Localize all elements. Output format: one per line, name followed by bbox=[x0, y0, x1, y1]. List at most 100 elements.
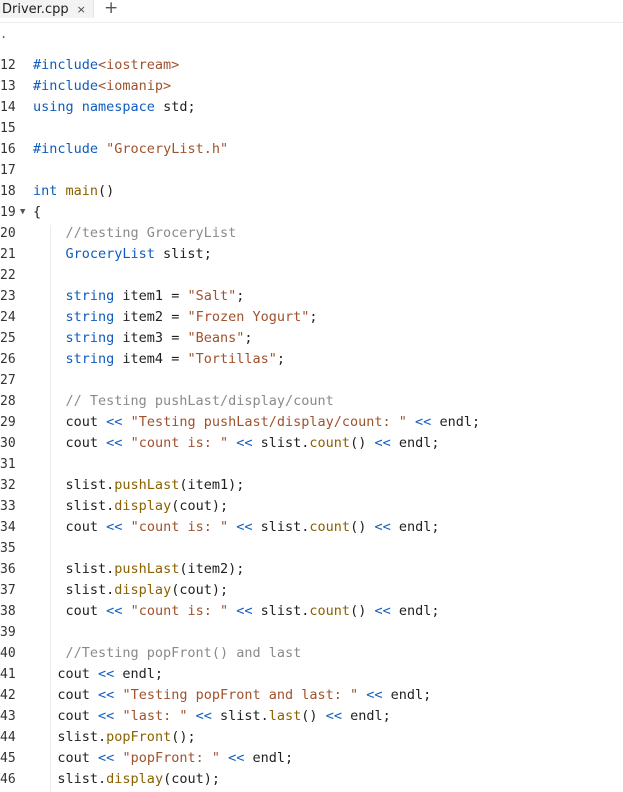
code-token: endl; bbox=[431, 414, 481, 430]
line-number: 20 bbox=[0, 226, 16, 241]
code-token: slist. bbox=[252, 519, 310, 535]
code-token bbox=[187, 708, 195, 724]
code-token bbox=[220, 750, 228, 766]
add-tab-icon[interactable]: + bbox=[104, 0, 119, 18]
line-number: 42 bbox=[0, 688, 16, 703]
code-line[interactable]: 39 bbox=[0, 622, 18, 643]
code-line[interactable]: 29 cout << "Testing pushLast/display/cou… bbox=[0, 412, 480, 433]
code-line[interactable]: 38 cout << "count is: " << slist.count()… bbox=[0, 601, 440, 622]
code-line[interactable]: 28 // Testing pushLast/display/count bbox=[0, 391, 334, 412]
code-token: << bbox=[228, 750, 245, 766]
code-line[interactable]: 24 string item2 = "Frozen Yogurt"; bbox=[0, 307, 318, 328]
code-line[interactable]: 33 slist.display(cout); bbox=[0, 496, 228, 517]
code-line[interactable]: 13#include<iomanip> bbox=[0, 76, 171, 97]
code-token: "Salt" bbox=[187, 288, 237, 304]
code-token: () bbox=[350, 519, 375, 535]
code-line[interactable]: 36 slist.pushLast(item2); bbox=[0, 559, 244, 580]
code-text: #include<iostream> bbox=[33, 55, 179, 76]
code-line[interactable]: 22 bbox=[0, 265, 18, 286]
line-number: 35 bbox=[0, 541, 16, 556]
code-line[interactable]: 37 slist.display(cout); bbox=[0, 580, 228, 601]
code-token bbox=[122, 519, 130, 535]
line-number: 17 bbox=[0, 163, 16, 178]
line-number: 44 bbox=[0, 730, 16, 745]
code-token: { bbox=[33, 204, 42, 220]
code-token: << bbox=[106, 435, 123, 451]
code-token: count bbox=[309, 519, 351, 535]
code-line[interactable]: 12#include<iostream> bbox=[0, 55, 179, 76]
code-token: pushLast bbox=[114, 561, 180, 577]
code-token: (item1); bbox=[179, 477, 245, 493]
tab-bar: Driver.cpp × + bbox=[0, 0, 623, 23]
code-line[interactable]: 17 bbox=[0, 160, 18, 181]
code-editor[interactable]: 12#include<iostream>13#include<iomanip>1… bbox=[0, 55, 480, 790]
code-token: "Tortillas" bbox=[187, 351, 277, 367]
code-line[interactable]: 32 slist.pushLast(item1); bbox=[0, 475, 244, 496]
close-icon[interactable]: × bbox=[76, 2, 86, 16]
code-token: cout bbox=[65, 603, 107, 619]
code-line[interactable]: 19▼{ bbox=[0, 202, 41, 223]
breadcrumb: . bbox=[0, 27, 8, 41]
code-token: << bbox=[415, 414, 432, 430]
code-token: << bbox=[98, 750, 115, 766]
code-token: cout bbox=[57, 666, 99, 682]
tab-driver-cpp[interactable]: Driver.cpp × bbox=[0, 0, 94, 18]
code-token: slist. bbox=[65, 477, 115, 493]
code-token: << bbox=[236, 435, 253, 451]
code-line[interactable]: 20 //testing GroceryList bbox=[0, 223, 236, 244]
code-token: item3 = bbox=[114, 330, 188, 346]
code-token bbox=[57, 183, 65, 199]
code-token: ; bbox=[244, 330, 253, 346]
code-token: "Beans" bbox=[187, 330, 245, 346]
code-token: cout bbox=[65, 519, 107, 535]
code-line[interactable]: 31 bbox=[0, 454, 18, 475]
code-token: //testing GroceryList bbox=[65, 225, 237, 241]
code-line[interactable]: 21 GroceryList slist; bbox=[0, 244, 212, 265]
code-token: string bbox=[65, 288, 115, 304]
code-token: endl; bbox=[341, 708, 391, 724]
fold-chevron-icon[interactable]: ▼ bbox=[20, 207, 26, 217]
code-token bbox=[98, 141, 106, 157]
line-number: 39 bbox=[0, 625, 16, 640]
code-line[interactable]: 30 cout << "count is: " << slist.count()… bbox=[0, 433, 440, 454]
code-token: endl; bbox=[390, 435, 440, 451]
code-token: popFront bbox=[106, 729, 172, 745]
line-number: 41 bbox=[0, 667, 16, 682]
code-token: slist; bbox=[154, 246, 212, 262]
line-number: 43 bbox=[0, 709, 16, 724]
code-line[interactable]: 16#include "GroceryList.h" bbox=[0, 139, 228, 160]
code-line[interactable]: 26 string item4 = "Tortillas"; bbox=[0, 349, 285, 370]
code-line[interactable]: 34 cout << "count is: " << slist.count()… bbox=[0, 517, 440, 538]
code-line[interactable]: 42 cout << "Testing popFront and last: "… bbox=[0, 685, 431, 706]
code-text: slist.display(cout); bbox=[33, 769, 220, 790]
code-line[interactable]: 25 string item3 = "Beans"; bbox=[0, 328, 253, 349]
code-token: cout bbox=[57, 708, 99, 724]
code-token: << bbox=[106, 414, 123, 430]
code-token: display bbox=[114, 582, 172, 598]
code-text: { bbox=[33, 202, 41, 223]
code-token: ; bbox=[309, 309, 318, 325]
code-token: slist. bbox=[65, 498, 115, 514]
code-text: cout << "Testing popFront and last: " <<… bbox=[33, 685, 431, 706]
code-line[interactable]: 45 cout << "popFront: " << endl; bbox=[0, 748, 293, 769]
code-line[interactable]: 35 bbox=[0, 538, 18, 559]
code-line[interactable]: 41 cout << endl; bbox=[0, 664, 163, 685]
code-text: //Testing popFront() and last bbox=[33, 643, 302, 664]
indent-guide bbox=[50, 225, 51, 792]
code-line[interactable]: 43 cout << "last: " << slist.last() << e… bbox=[0, 706, 391, 727]
code-line[interactable]: 23 string item1 = "Salt"; bbox=[0, 286, 244, 307]
code-line[interactable]: 40 //Testing popFront() and last bbox=[0, 643, 301, 664]
code-token: ; bbox=[276, 351, 285, 367]
code-token: "count is: " bbox=[130, 435, 229, 451]
code-token: (cout); bbox=[171, 582, 229, 598]
code-token: "last: " bbox=[122, 708, 188, 724]
code-line[interactable]: 44 slist.popFront(); bbox=[0, 727, 196, 748]
code-token: "Frozen Yogurt" bbox=[187, 309, 310, 325]
code-line[interactable]: 15 bbox=[0, 118, 18, 139]
code-line[interactable]: 46 slist.display(cout); bbox=[0, 769, 220, 790]
code-line[interactable]: 27 bbox=[0, 370, 18, 391]
code-token: //Testing popFront() and last bbox=[65, 645, 302, 661]
code-text: string item3 = "Beans"; bbox=[33, 328, 253, 349]
